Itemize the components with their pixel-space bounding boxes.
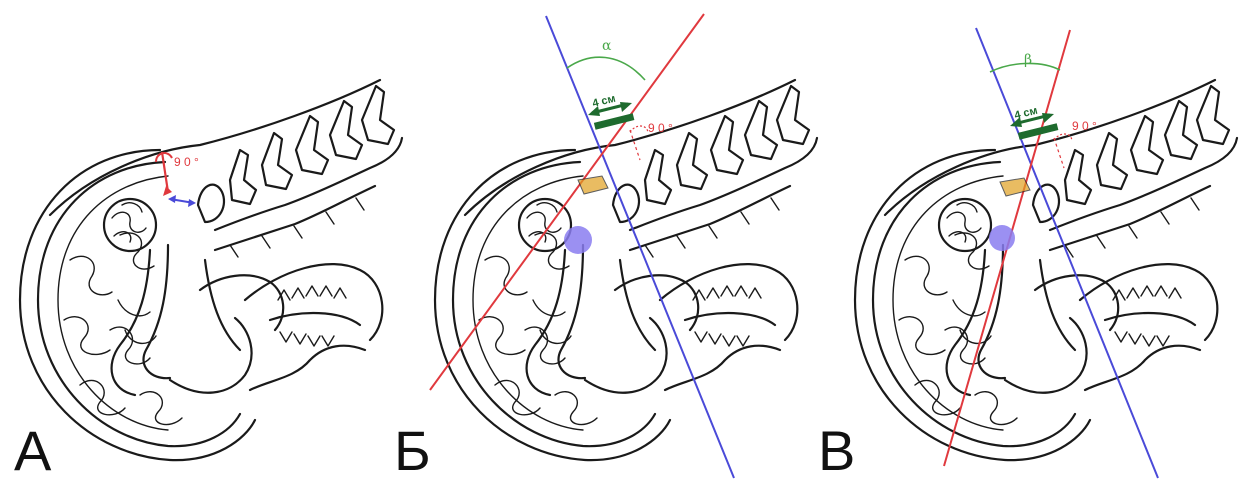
target-circle xyxy=(989,225,1015,251)
panel-letter: Б xyxy=(394,419,431,482)
right-angle-marker xyxy=(1054,138,1064,168)
perpendicular-marker xyxy=(162,152,168,192)
angle-beta-label: β xyxy=(1024,52,1032,68)
angle-label: 9 0 ° xyxy=(174,155,199,169)
angle-label: 9 0 ° xyxy=(648,121,673,135)
panel-b: α 4 см 9 0 ° Б xyxy=(394,14,817,482)
alpha-arc xyxy=(567,57,645,80)
orange-region xyxy=(1000,178,1030,196)
orange-region xyxy=(578,176,608,194)
panel-letter: А xyxy=(14,419,52,482)
right-angle-marker xyxy=(630,130,640,160)
panel-a: 9 0 ° А xyxy=(14,80,402,482)
target-circle xyxy=(564,226,592,254)
panel-letter: В xyxy=(818,419,855,482)
panel-c: β 4 см 9 0 ° В xyxy=(818,28,1237,482)
angle-label: 9 0 ° xyxy=(1072,119,1097,133)
angle-alpha-label: α xyxy=(602,38,612,54)
